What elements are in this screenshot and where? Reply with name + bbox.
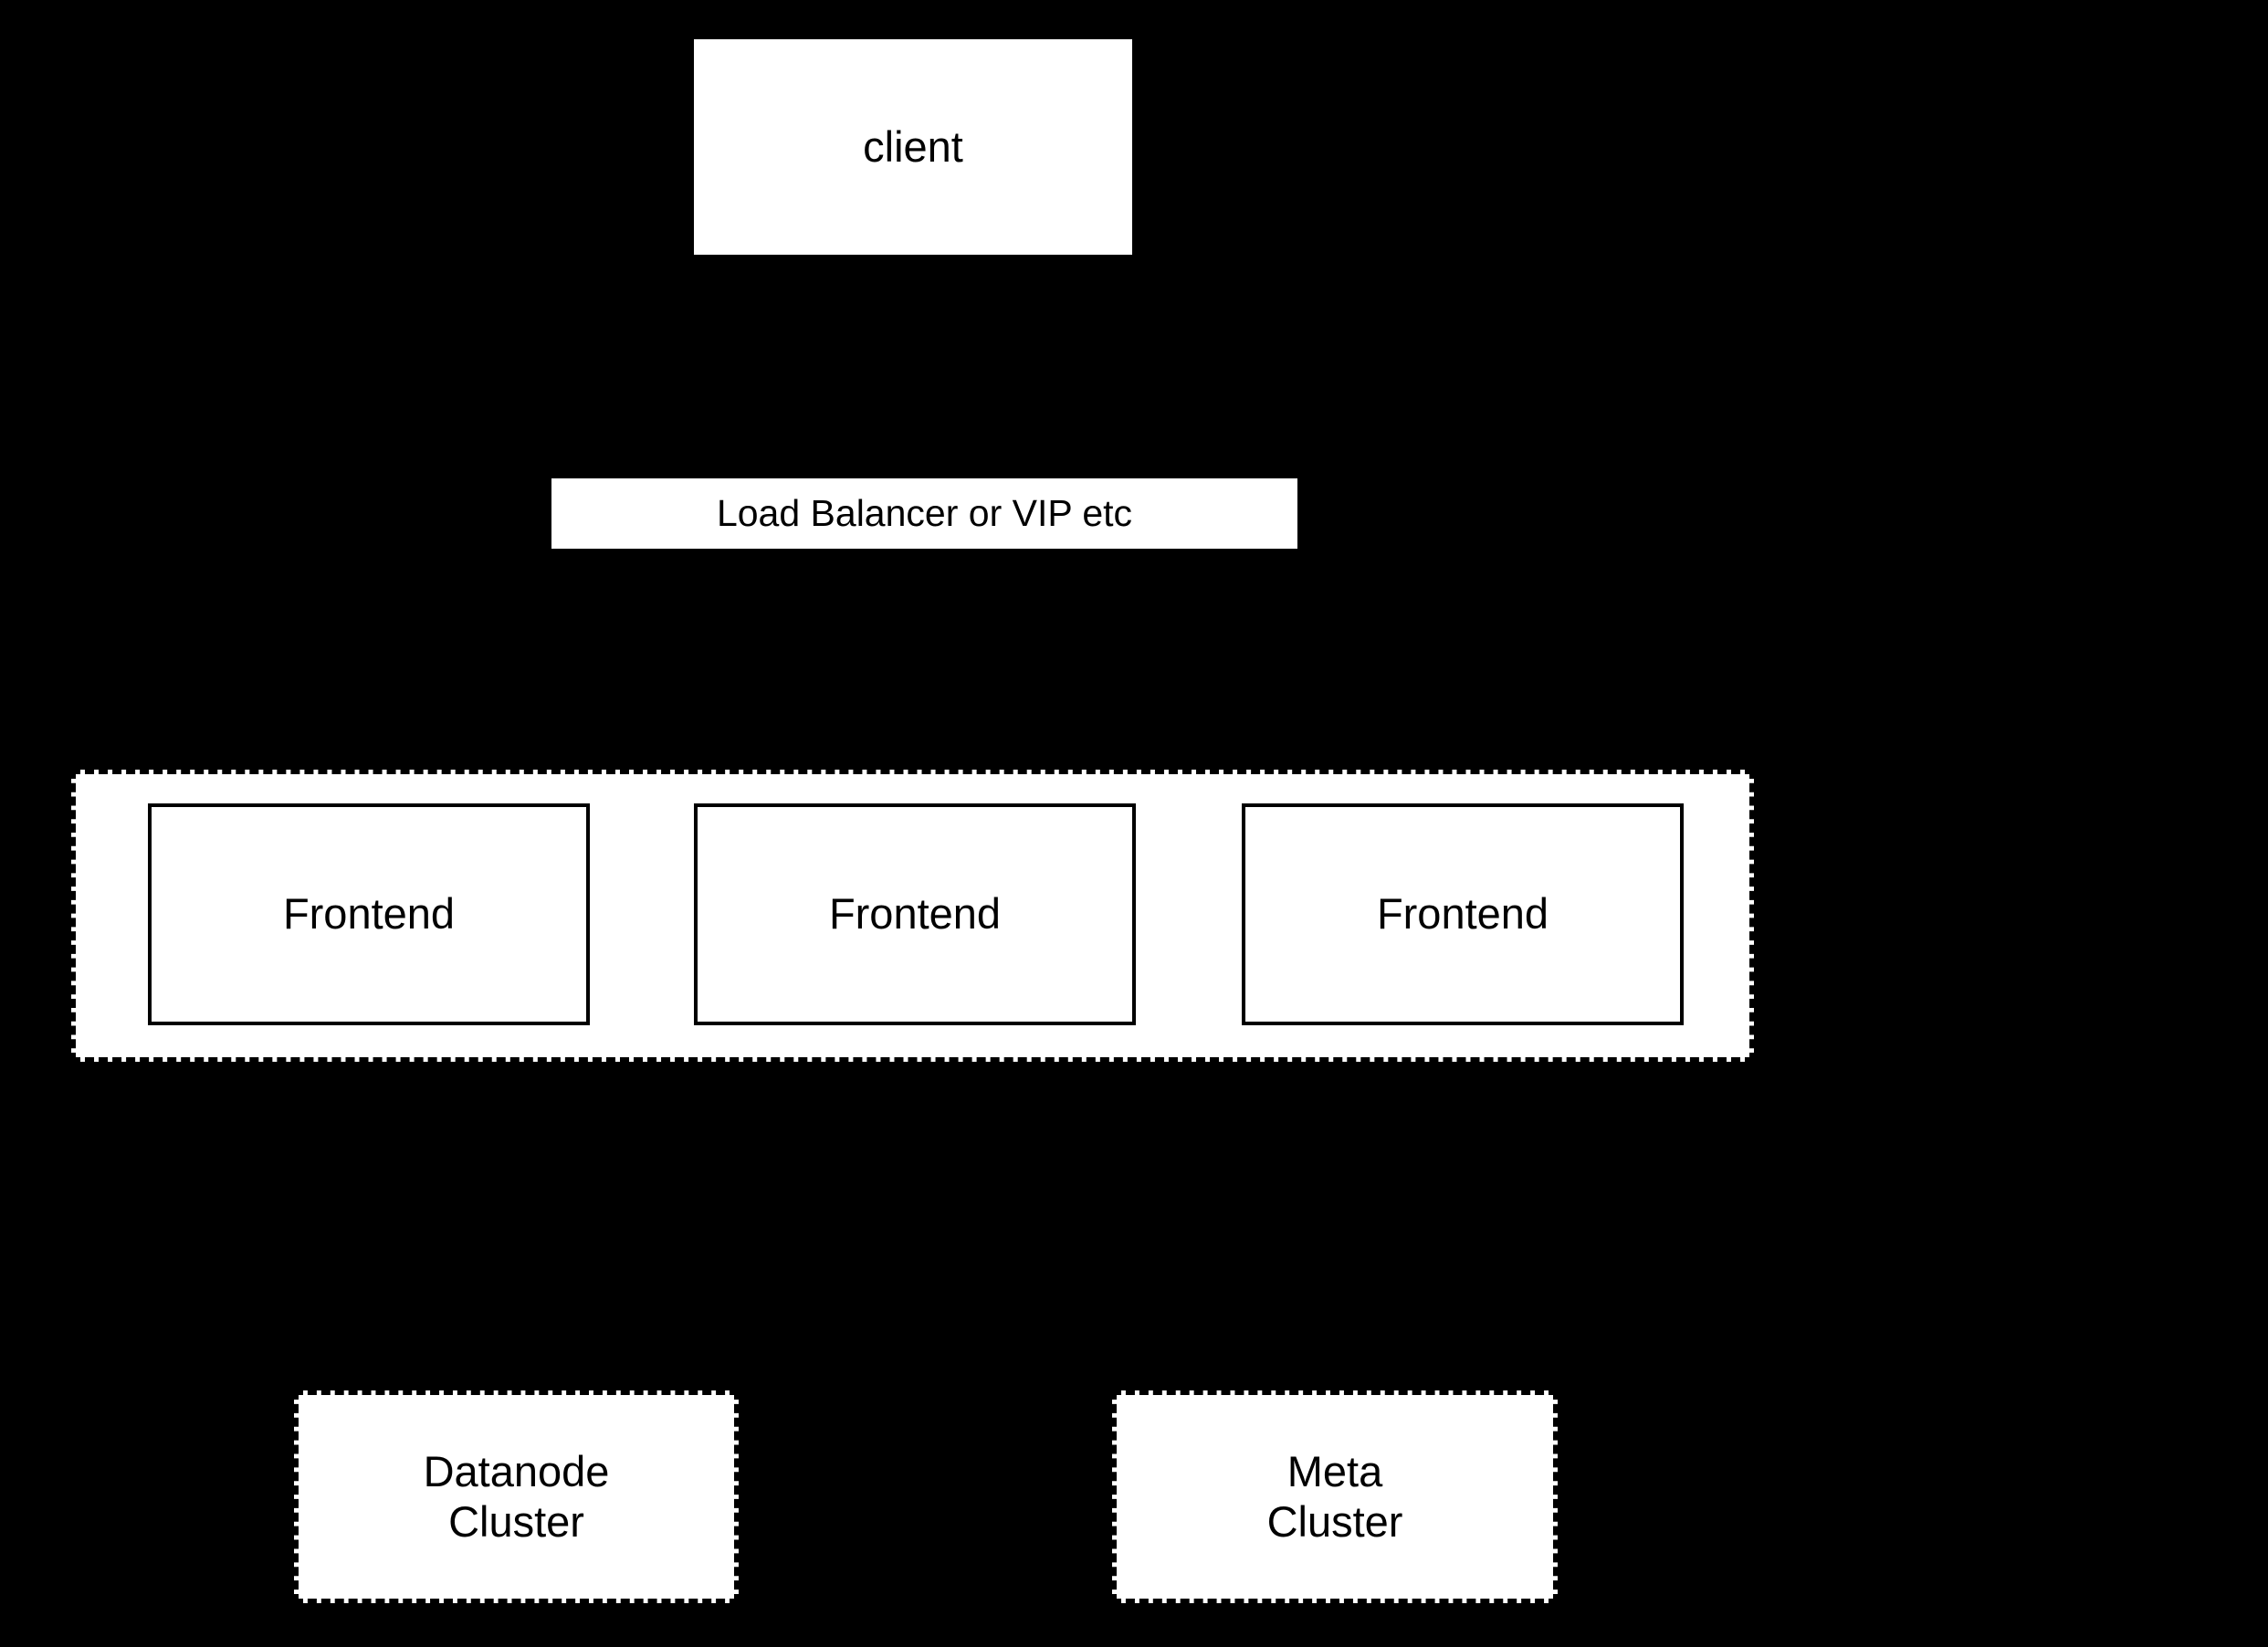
node-frontend-3[interactable]: Frontend	[1242, 803, 1684, 1025]
node-client-label: client	[863, 121, 963, 171]
node-frontend-2-label: Frontend	[828, 889, 1002, 939]
node-load-balancer[interactable]: Load Balancer or VIP etc	[551, 478, 1297, 549]
node-frontend-1-label: Frontend	[282, 889, 456, 939]
node-meta-cluster[interactable]: Meta Cluster	[1112, 1390, 1558, 1603]
node-frontend-3-label: Frontend	[1376, 889, 1549, 939]
node-datanode-cluster-label: Datanode Cluster	[423, 1447, 610, 1546]
node-meta-cluster-label: Meta Cluster	[1266, 1447, 1403, 1546]
node-client[interactable]: client	[694, 39, 1132, 255]
node-load-balancer-label: Load Balancer or VIP etc	[716, 491, 1133, 534]
node-frontend-1[interactable]: Frontend	[148, 803, 590, 1025]
node-datanode-cluster[interactable]: Datanode Cluster	[294, 1390, 739, 1603]
node-frontend-2[interactable]: Frontend	[694, 803, 1136, 1025]
